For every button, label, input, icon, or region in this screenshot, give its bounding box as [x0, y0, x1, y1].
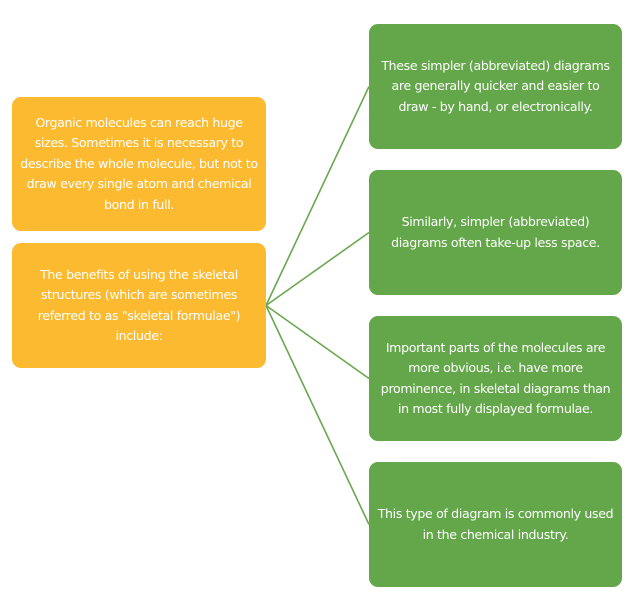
- connector-line-benefit-3: [265, 304, 370, 380]
- benefit-box-quicker-to-draw: These simpler (abbreviated) diagrams are…: [369, 24, 622, 149]
- connector-line-benefit-4: [265, 305, 370, 525]
- benefit-box-prominence: Important parts of the molecules are mor…: [369, 316, 622, 441]
- intro-box-benefits: The benefits of using the skeletal struc…: [12, 243, 266, 368]
- connector-line-benefit-1: [265, 86, 370, 306]
- intro-text-organic-molecules: Organic molecules can reach huge sizes. …: [20, 114, 258, 212]
- connector-line-benefit-2: [265, 231, 370, 307]
- benefit-box-chemical-industry: This type of diagram is commonly used in…: [369, 462, 622, 587]
- intro-box-organic-molecules: Organic molecules can reach huge sizes. …: [12, 97, 266, 231]
- benefit-text-less-space: Similarly, simpler (abbreviated) diagram…: [391, 214, 600, 250]
- benefit-text-quicker-to-draw: These simpler (abbreviated) diagrams are…: [381, 57, 610, 114]
- benefit-text-chemical-industry: This type of diagram is commonly used in…: [377, 506, 614, 542]
- benefit-box-less-space: Similarly, simpler (abbreviated) diagram…: [369, 170, 622, 295]
- intro-text-benefits: The benefits of using the skeletal struc…: [37, 266, 241, 344]
- benefit-text-prominence: Important parts of the molecules are mor…: [380, 339, 611, 417]
